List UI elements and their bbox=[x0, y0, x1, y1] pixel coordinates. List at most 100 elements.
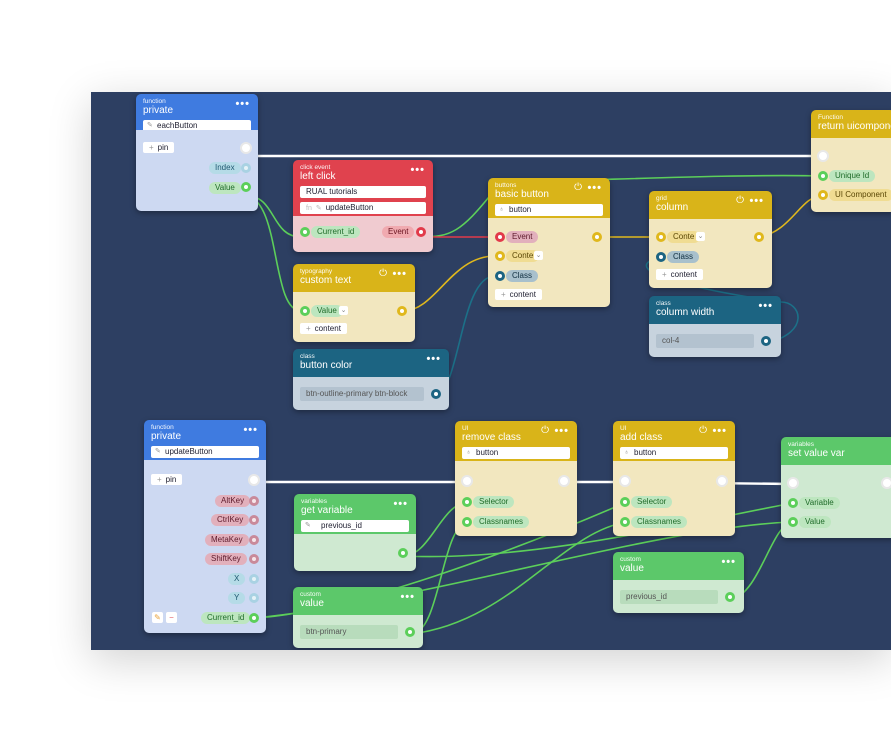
more-options-icon[interactable]: ••• bbox=[392, 268, 407, 280]
exec-input-port[interactable] bbox=[787, 477, 799, 489]
more-options-icon[interactable]: ••• bbox=[426, 353, 441, 365]
custom-value-input[interactable]: btn-primary bbox=[300, 625, 398, 639]
node-remove-class[interactable]: UI remove class ⏻ ••• ♁button Selector C… bbox=[455, 421, 577, 536]
chevron-down-icon[interactable]: ⌄ bbox=[696, 232, 705, 241]
input-port-content[interactable] bbox=[495, 251, 505, 261]
exec-output-port[interactable] bbox=[558, 475, 570, 487]
output-port-value[interactable] bbox=[405, 627, 415, 637]
output-port-class[interactable] bbox=[761, 336, 771, 346]
node-category: typography bbox=[300, 268, 333, 275]
input-port-event[interactable] bbox=[495, 232, 505, 242]
node-button-color[interactable]: class button color ••• btn-outline-prima… bbox=[293, 349, 449, 410]
input-port-class[interactable] bbox=[656, 252, 666, 262]
more-options-icon[interactable]: ••• bbox=[712, 425, 727, 437]
input-label-selector: Selector bbox=[473, 496, 515, 508]
output-port-index[interactable] bbox=[241, 163, 251, 173]
more-options-icon[interactable]: ••• bbox=[410, 164, 425, 176]
element-name-field[interactable]: ♁button bbox=[620, 447, 728, 459]
add-content-button[interactable]: +content bbox=[300, 323, 347, 334]
node-function-update-button[interactable]: function private ••• ✎updateButton +pin … bbox=[144, 420, 266, 633]
tag-icon: ♁ bbox=[624, 449, 630, 456]
add-pin-button[interactable]: +pin bbox=[143, 142, 175, 153]
node-title: value bbox=[620, 563, 644, 574]
class-value-input[interactable]: btn-outline-primary btn-block bbox=[300, 387, 424, 401]
chevron-down-icon[interactable]: ⌄ bbox=[339, 306, 348, 315]
node-title: button color bbox=[300, 360, 353, 371]
function-field[interactable]: fn✎updateButton bbox=[300, 202, 426, 214]
output-port-x[interactable] bbox=[249, 574, 259, 584]
remove-icon[interactable]: − bbox=[166, 612, 177, 623]
output-port-class[interactable] bbox=[431, 389, 441, 399]
exec-output-port[interactable] bbox=[240, 142, 252, 154]
function-name-field[interactable]: ✎updateButton bbox=[151, 446, 259, 458]
input-port-classnames[interactable] bbox=[462, 517, 472, 527]
more-options-icon[interactable]: ••• bbox=[721, 556, 736, 568]
custom-value-input[interactable]: previous_id bbox=[620, 590, 718, 604]
output-port-variable[interactable] bbox=[398, 548, 408, 558]
more-options-icon[interactable]: ••• bbox=[749, 195, 764, 207]
input-port-classnames[interactable] bbox=[620, 517, 630, 527]
output-port-column[interactable] bbox=[754, 232, 764, 242]
chevron-down-icon[interactable]: ⌄ bbox=[534, 251, 543, 260]
edit-icon[interactable]: ✎ bbox=[152, 612, 163, 623]
output-port-component[interactable] bbox=[592, 232, 602, 242]
input-port-selector[interactable] bbox=[620, 497, 630, 507]
node-custom-value-btn-primary[interactable]: custom value ••• btn-primary bbox=[293, 587, 423, 648]
node-category: class bbox=[300, 353, 315, 360]
node-custom-text[interactable]: typography custom text ⏻ ••• Value ⌄ +co… bbox=[293, 264, 415, 342]
output-port-event[interactable] bbox=[416, 227, 426, 237]
wire-getvar-to-variable bbox=[402, 502, 794, 558]
input-port-selector[interactable] bbox=[462, 497, 472, 507]
variable-name-field[interactable]: ✎previous_id bbox=[301, 520, 409, 532]
exec-input-port[interactable] bbox=[817, 150, 829, 162]
output-port-current-id[interactable] bbox=[300, 227, 310, 237]
more-options-icon[interactable]: ••• bbox=[235, 98, 250, 110]
function-name-field[interactable]: ✎eachButton bbox=[143, 120, 251, 132]
add-content-button[interactable]: +content bbox=[495, 289, 542, 300]
node-custom-value-previous-id[interactable]: custom value ••• previous_id bbox=[613, 552, 744, 613]
more-options-icon[interactable]: ••• bbox=[587, 182, 602, 194]
more-options-icon[interactable]: ••• bbox=[243, 424, 258, 436]
output-port-altkey[interactable] bbox=[249, 496, 259, 506]
exec-input-port[interactable] bbox=[461, 475, 473, 487]
input-port-value[interactable] bbox=[300, 306, 310, 316]
output-port-y[interactable] bbox=[249, 593, 259, 603]
node-left-click-event[interactable]: click event left click ••• RUAL tutorial… bbox=[293, 160, 433, 252]
more-options-icon[interactable]: ••• bbox=[400, 591, 415, 603]
output-port-text[interactable] bbox=[397, 306, 407, 316]
project-field[interactable]: RUAL tutorials bbox=[300, 186, 426, 198]
output-port-shiftkey[interactable] bbox=[249, 554, 259, 564]
element-name-field[interactable]: ♁button bbox=[462, 447, 570, 459]
element-name-field[interactable]: ♁button bbox=[495, 204, 603, 216]
input-port-ui-component[interactable] bbox=[818, 190, 828, 200]
class-value-input[interactable]: col-4 bbox=[656, 334, 754, 348]
node-return-uicomponent[interactable]: Function return uicomponent Unique Id UI… bbox=[811, 110, 891, 212]
more-options-icon[interactable]: ••• bbox=[393, 498, 408, 510]
add-content-button[interactable]: +content bbox=[656, 269, 703, 280]
output-port-value[interactable] bbox=[241, 182, 251, 192]
node-function-each-button[interactable]: function private ••• ✎eachButton +pin In… bbox=[136, 94, 258, 211]
exec-output-port[interactable] bbox=[248, 474, 260, 486]
more-options-icon[interactable]: ••• bbox=[554, 425, 569, 437]
more-options-icon[interactable]: ••• bbox=[758, 300, 773, 312]
exec-input-port[interactable] bbox=[619, 475, 631, 487]
input-port-class[interactable] bbox=[495, 271, 505, 281]
input-port-value[interactable] bbox=[788, 517, 798, 527]
node-get-variable[interactable]: variables get variable ••• ✎previous_id bbox=[294, 494, 416, 571]
node-column-width[interactable]: class column width ••• col-4 bbox=[649, 296, 781, 357]
node-set-value-var[interactable]: variables set value var Variable Value bbox=[781, 437, 891, 538]
node-grid-column[interactable]: grid column ⏻ ••• Conte ⌄ Class +content bbox=[649, 191, 772, 288]
input-port-content[interactable] bbox=[656, 232, 666, 242]
output-port-metakey[interactable] bbox=[249, 535, 259, 545]
exec-output-port[interactable] bbox=[716, 475, 728, 487]
input-port-variable[interactable] bbox=[788, 498, 798, 508]
node-graph-canvas[interactable]: function private ••• ✎eachButton +pin In… bbox=[91, 92, 891, 650]
output-port-value[interactable] bbox=[725, 592, 735, 602]
node-basic-button[interactable]: buttons basic button ⏻ ••• ♁button Event… bbox=[488, 178, 610, 307]
exec-output-port[interactable] bbox=[881, 477, 891, 489]
input-port-unique-id[interactable] bbox=[818, 171, 828, 181]
output-port-ctrlkey[interactable] bbox=[249, 515, 259, 525]
output-port-current-id[interactable] bbox=[249, 613, 259, 623]
add-pin-button[interactable]: +pin bbox=[151, 474, 183, 485]
node-add-class[interactable]: UI add class ⏻ ••• ♁button Selector Clas… bbox=[613, 421, 735, 536]
